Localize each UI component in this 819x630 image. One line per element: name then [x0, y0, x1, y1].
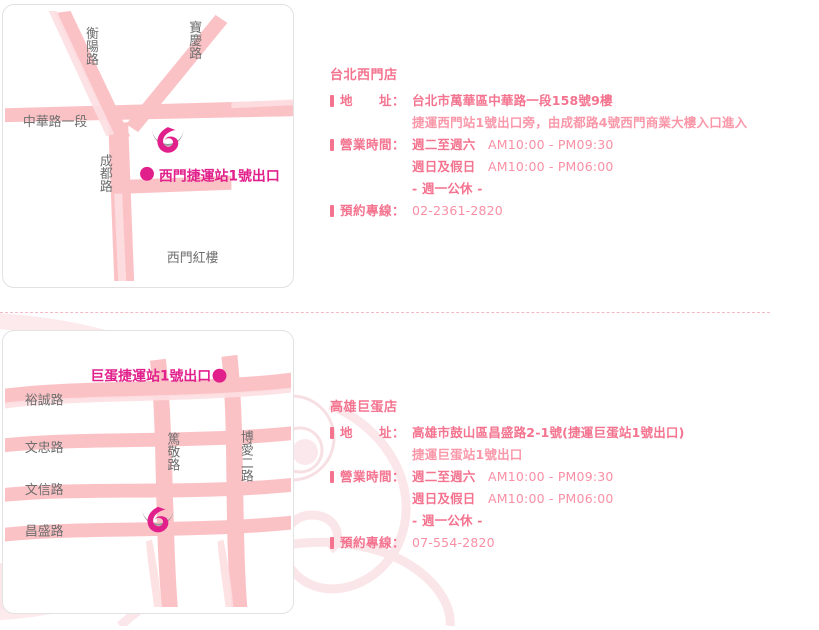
phone-value[interactable]: 07-554-2820 [412, 535, 495, 550]
hours-row-taipei-1: 營業時間： 週二至週六 AM10:00 - PM09:30 [330, 134, 810, 156]
hours-days: 週二至週六 [412, 469, 476, 484]
hours-days: 週日及假日 [412, 159, 476, 174]
map-label-hengyang: 衡陽路 [83, 27, 98, 66]
map-card-taipei[interactable]: 衡陽路 寶慶路 中華路一段 成都路 西門紅樓 西門捷運站1號出口 [2, 4, 294, 288]
hours-days: 週日及假日 [412, 491, 476, 506]
address-note-row-kaohsiung: 捷運巨蛋站1號出口 [330, 444, 810, 466]
map-label-wenzhong: 文忠路 [25, 440, 64, 456]
store-section-taipei: 衡陽路 寶慶路 中華路一段 成都路 西門紅樓 西門捷運站1號出口 台北西門店 地… [0, 0, 819, 300]
store-info-kaohsiung: 高雄巨蛋店 地 址： 高雄市鼓山區昌盛路2-1號(捷運巨蛋站1號出口) 捷運巨蛋… [330, 398, 810, 554]
store-section-kaohsiung: 裕誠路 文忠路 文信路 昌盛路 篤敬路 博愛二路 巨蛋捷運站1號出口 高雄巨蛋店… [0, 326, 819, 626]
closed-note: - 週一公休 - [412, 181, 483, 196]
map-label-wenxin: 文信路 [25, 482, 64, 498]
map-label-chengdu: 成都路 [97, 154, 112, 193]
road-zhonghua [5, 100, 293, 123]
closed-row-taipei: - 週一公休 - [330, 178, 810, 200]
hours-label: 營業時間： [340, 469, 406, 484]
row-marker-icon [330, 205, 334, 217]
address-value: 高雄市鼓山區昌盛路2-1號(捷運巨蛋站1號出口) [412, 425, 685, 440]
hours-line: 週二至週六 AM10:00 - PM09:30 [412, 134, 614, 156]
phone-row-taipei: 預約專線： 02-2361-2820 [330, 200, 810, 222]
hours-row-kaohsiung-1: 營業時間： 週二至週六 AM10:00 - PM09:30 [330, 466, 810, 488]
phone-row-kaohsiung: 預約專線： 07-554-2820 [330, 532, 810, 554]
hours-time: AM10:00 - PM09:30 [488, 137, 614, 152]
address-label: 地 址： [340, 93, 406, 108]
map-label-yucheng: 裕誠路 [25, 392, 64, 408]
map-label-zhonghua: 中華路一段 [23, 114, 88, 130]
row-marker-spacer-icon [330, 161, 334, 173]
road-baoqing [126, 14, 228, 133]
row-marker-spacer-icon [330, 493, 334, 505]
map-label-changsheng: 昌盛路 [25, 524, 64, 540]
address-row-kaohsiung: 地 址： 高雄市鼓山區昌盛路2-1號(捷運巨蛋站1號出口) [330, 422, 810, 444]
station-marker-arena: 巨蛋捷運站1號出口 [90, 368, 227, 385]
row-marker-icon [330, 139, 334, 151]
map-label-baoqing: 寶慶路 [186, 20, 201, 60]
address-value: 台北市萬華區中華路一段158號9樓 [412, 93, 613, 108]
hours-time: AM10:00 - PM06:00 [488, 159, 614, 174]
map-label-ximen-red-house: 西門紅樓 [167, 251, 219, 266]
row-marker-icon [330, 537, 334, 549]
hours-days: 週二至週六 [412, 137, 476, 152]
hours-line: 週日及假日 AM10:00 - PM06:00 [412, 488, 614, 510]
hours-line: 週日及假日 AM10:00 - PM06:00 [412, 156, 614, 178]
map-label-boai2: 博愛二路 [238, 430, 253, 482]
station-label-arena: 巨蛋捷運站1號出口 [90, 368, 211, 385]
station-label-ximen: 西門捷運站1號出口 [159, 168, 280, 185]
address-note-value: 捷運巨蛋站1號出口 [412, 447, 523, 462]
closed-note: - 週一公休 - [412, 513, 483, 528]
row-marker-spacer-icon [330, 117, 334, 129]
row-marker-icon [330, 471, 334, 483]
address-row-taipei: 地 址： 台北市萬華區中華路一段158號9樓 [330, 90, 810, 112]
phone-label: 預約專線： [340, 535, 406, 550]
store-info-taipei: 台北西門店 地 址： 台北市萬華區中華路一段158號9樓 捷運西門站1號出口旁，… [330, 66, 810, 222]
map-taipei[interactable]: 衡陽路 寶慶路 中華路一段 成都路 西門紅樓 西門捷運站1號出口 [3, 5, 293, 287]
map-kaohsiung[interactable]: 裕誠路 文忠路 文信路 昌盛路 篤敬路 博愛二路 巨蛋捷運站1號出口 [3, 331, 293, 613]
store-title-kaohsiung: 高雄巨蛋店 [330, 400, 398, 415]
hours-line: 週二至週六 AM10:00 - PM09:30 [412, 466, 614, 488]
phone-label: 預約專線： [340, 203, 406, 218]
section-divider [0, 312, 770, 313]
brand-logo-icon [151, 127, 184, 153]
map-card-kaohsiung[interactable]: 裕誠路 文忠路 文信路 昌盛路 篤敬路 博愛二路 巨蛋捷運站1號出口 [2, 330, 294, 614]
address-note-row-taipei: 捷運西門站1號出口旁，由成都路4號西門商業大樓入口進入 [330, 112, 810, 134]
row-marker-spacer-icon [330, 515, 334, 527]
phone-value[interactable]: 02-2361-2820 [412, 203, 503, 218]
hours-label: 營業時間： [340, 137, 406, 152]
row-marker-spacer-icon [330, 183, 334, 195]
store-title-taipei: 台北西門店 [330, 68, 398, 83]
row-marker-icon [330, 95, 334, 107]
hours-time: AM10:00 - PM09:30 [488, 469, 614, 484]
row-marker-icon [330, 427, 334, 439]
row-marker-spacer-icon [330, 449, 334, 461]
address-note-value: 捷運西門站1號出口旁，由成都路4號西門商業大樓入口進入 [412, 115, 748, 130]
hours-row-taipei-2: 週日及假日 AM10:00 - PM06:00 [330, 156, 810, 178]
road-branch-east [126, 175, 232, 194]
address-label: 地 址： [340, 425, 406, 440]
hours-time: AM10:00 - PM06:00 [488, 491, 614, 506]
closed-row-kaohsiung: - 週一公休 - [330, 510, 810, 532]
station-marker-ximen: 西門捷運站1號出口 [140, 166, 280, 185]
map-label-dujing: 篤敬路 [164, 432, 179, 471]
hours-row-kaohsiung-2: 週日及假日 AM10:00 - PM06:00 [330, 488, 810, 510]
